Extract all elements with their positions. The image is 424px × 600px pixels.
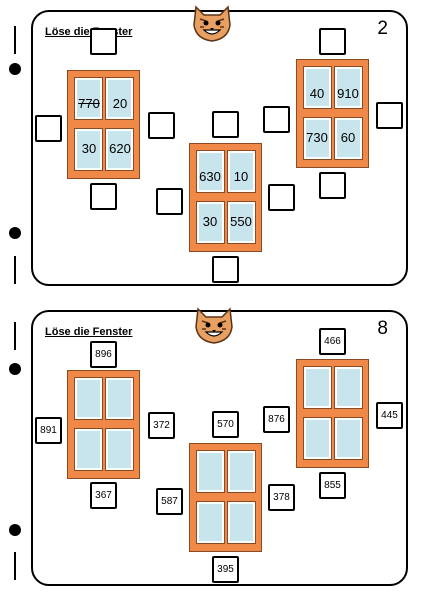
window-pane: [227, 450, 256, 493]
answer-box-top[interactable]: [319, 28, 346, 55]
answer-box-bottom[interactable]: 855: [319, 472, 346, 499]
window-pane: [105, 128, 134, 171]
window-pane: [334, 366, 363, 409]
pane-value: 30: [81, 141, 97, 156]
pane-value: 550: [230, 214, 252, 229]
pane-value: 40: [309, 86, 325, 101]
window-pane: [196, 450, 225, 493]
window-pane: [196, 150, 225, 193]
punch-hole: [9, 227, 21, 239]
answer-box-left[interactable]: [35, 115, 62, 142]
answer-box-top[interactable]: [90, 28, 117, 55]
punch-hole: [9, 363, 21, 375]
window-pane: [303, 66, 332, 109]
answer-box-right[interactable]: [268, 184, 295, 211]
pane-value: 770: [78, 96, 100, 111]
window-pane: [105, 377, 134, 420]
window-pane: [227, 150, 256, 193]
answer-box-bottom[interactable]: [212, 256, 239, 283]
window-pane: [227, 501, 256, 544]
window-frame: [296, 359, 369, 468]
window-pane: [105, 77, 134, 120]
window-pane: [74, 77, 103, 120]
answer-box-bottom[interactable]: [90, 183, 117, 210]
answer-box-left[interactable]: 891: [35, 417, 62, 444]
window-pane: [74, 428, 103, 471]
answer-box-left[interactable]: [263, 106, 290, 133]
answer-box-right[interactable]: 445: [376, 402, 403, 429]
answer-box-bottom[interactable]: 395: [212, 556, 239, 583]
answer-box-top[interactable]: [212, 111, 239, 138]
window-pane: [334, 417, 363, 460]
window-pane: [303, 417, 332, 460]
window-frame: [67, 70, 140, 179]
card-title: Löse die Fenster: [45, 326, 133, 338]
pane-value: 30: [202, 214, 218, 229]
answer-box-right[interactable]: 378: [268, 484, 295, 511]
answer-box-right[interactable]: [376, 102, 403, 129]
card-title: Löse die Fenster: [45, 26, 133, 38]
card-number: 2: [377, 18, 388, 39]
cat-face-icon: [195, 307, 233, 344]
window-frame: [296, 59, 369, 168]
window-frame: [189, 143, 262, 252]
margin-line: [14, 26, 16, 54]
punch-hole: [9, 63, 21, 75]
window-pane: [74, 377, 103, 420]
pane-value: 910: [337, 86, 359, 101]
card-number: 8: [377, 318, 388, 339]
window-frame: [67, 370, 140, 479]
window-pane: [227, 201, 256, 244]
pane-value: 60: [340, 130, 356, 145]
answer-box-left[interactable]: [156, 188, 183, 215]
pane-value: 620: [109, 141, 131, 156]
pane-value: 730: [306, 130, 328, 145]
answer-box-top[interactable]: 466: [319, 328, 346, 355]
window-pane: [303, 366, 332, 409]
answer-box-bottom[interactable]: [319, 172, 346, 199]
pane-value: 10: [233, 169, 249, 184]
window-pane: [303, 117, 332, 160]
window-pane: [105, 428, 134, 471]
window-pane: [74, 128, 103, 171]
pane-value: 630: [199, 169, 221, 184]
window-pane: [196, 201, 225, 244]
answer-box-left[interactable]: 876: [263, 406, 290, 433]
cat-face-icon: [193, 5, 231, 42]
answer-box-right[interactable]: 372: [148, 412, 175, 439]
window-frame: [189, 443, 262, 552]
answer-box-top[interactable]: 896: [90, 341, 117, 368]
window-pane: [196, 501, 225, 544]
punch-hole: [9, 524, 21, 536]
window-pane: [334, 66, 363, 109]
answer-box-bottom[interactable]: 367: [90, 482, 117, 509]
answer-box-right[interactable]: [148, 112, 175, 139]
pane-value: 20: [112, 96, 128, 111]
answer-box-top[interactable]: 570: [212, 411, 239, 438]
window-pane: [334, 117, 363, 160]
margin-line: [14, 552, 16, 580]
margin-line: [14, 256, 16, 284]
answer-box-left[interactable]: 587: [156, 488, 183, 515]
margin-line: [14, 322, 16, 350]
